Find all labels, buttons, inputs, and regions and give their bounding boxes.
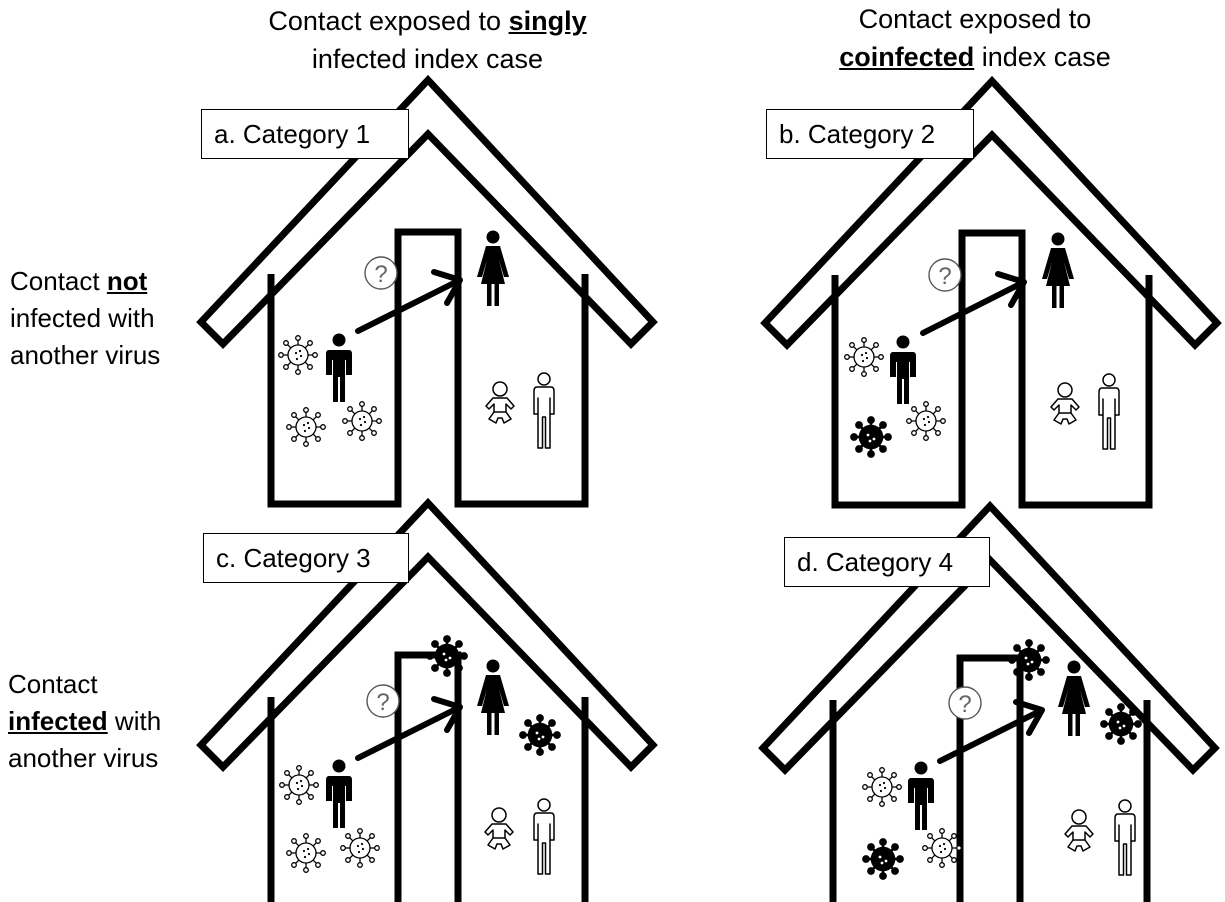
man-icon <box>326 760 352 829</box>
virus-outline-icon <box>343 402 382 441</box>
virus-outline-icon <box>845 338 884 377</box>
baby-icon <box>485 808 513 849</box>
question-mark: ? <box>376 689 389 716</box>
category-label-a: a. Category 1 <box>201 109 409 159</box>
virus-filled-icon <box>851 417 890 456</box>
person-outline-icon <box>1115 800 1135 875</box>
person-outline-icon <box>534 373 554 448</box>
question-mark: ? <box>958 691 971 718</box>
virus-outline-icon <box>907 402 946 441</box>
virus-filled-icon <box>427 636 466 675</box>
category-label-b: b. Category 2 <box>766 109 974 159</box>
virus-outline-icon <box>287 408 326 447</box>
question-mark: ? <box>374 261 387 288</box>
person-outline-icon <box>534 799 554 874</box>
baby-icon <box>486 382 514 423</box>
man-icon <box>890 336 916 405</box>
baby-icon <box>1065 810 1093 851</box>
category-label-c: c. Category 3 <box>203 533 409 583</box>
woman-icon <box>1042 233 1074 309</box>
virus-filled-icon <box>863 839 902 878</box>
man-icon <box>326 334 352 403</box>
woman-icon <box>477 231 509 307</box>
man-icon <box>908 762 934 831</box>
woman-icon <box>1058 661 1090 737</box>
woman-icon <box>477 660 509 736</box>
person-outline-icon <box>1099 374 1119 449</box>
virus-filled-icon <box>1009 640 1048 679</box>
category-label-d: d. Category 4 <box>784 537 990 587</box>
virus-outline-icon <box>287 834 326 873</box>
virus-filled-icon <box>520 715 559 754</box>
virus-outline-icon <box>279 336 318 375</box>
virus-outline-icon <box>280 766 319 805</box>
baby-icon <box>1051 383 1079 424</box>
virus-outline-icon <box>341 829 380 868</box>
question-mark: ? <box>938 263 951 290</box>
virus-outline-icon <box>863 768 902 807</box>
virus-outline-icon <box>923 829 962 868</box>
virus-filled-icon <box>1101 704 1140 743</box>
